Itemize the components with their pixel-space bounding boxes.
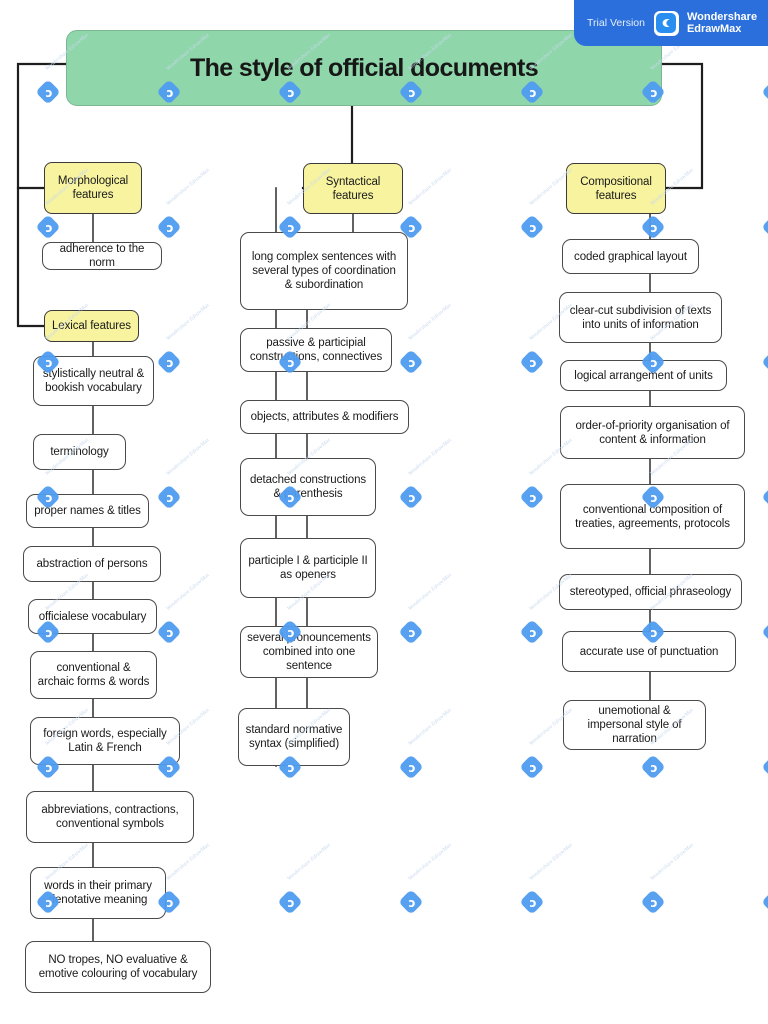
root-node-title[interactable]: The style of official documents — [66, 30, 662, 106]
edrawmax-logo-icon — [653, 10, 679, 36]
leaf-node-proper-names-titles[interactable]: proper names & titles — [26, 494, 149, 528]
leaf-node-clear-cut-subdivision[interactable]: clear-cut subdivision of texts into unit… — [559, 292, 722, 343]
leaf-node-passive-participial[interactable]: passive & participial constructions, con… — [240, 328, 392, 372]
branch-node-morphological[interactable]: Morphological features — [44, 162, 142, 214]
leaf-node-officialese-vocabulary[interactable]: officialese vocabulary — [28, 599, 157, 634]
brand-line-1: Wondershare — [686, 10, 758, 23]
branch-node-lexical[interactable]: Lexical features — [44, 310, 139, 342]
leaf-node-logical-arrangement[interactable]: logical arrangement of units — [560, 360, 727, 391]
leaf-node-standard-normative-syntax[interactable]: standard normative syntax (simplified) — [238, 708, 350, 766]
leaf-node-long-complex-sentences[interactable]: long complex sentences with several type… — [240, 232, 408, 310]
leaf-node-stylistically-neutral[interactable]: stylistically neutral & bookish vocabula… — [33, 356, 154, 406]
leaf-node-coded-graphical-layout[interactable]: coded graphical layout — [562, 239, 699, 274]
trial-version-label: Trial Version — [587, 17, 645, 29]
trial-version-badge[interactable]: Trial Version Wondershare EdrawMax — [574, 0, 768, 46]
brand-name: Wondershare EdrawMax — [687, 11, 757, 36]
leaf-node-accurate-punctuation[interactable]: accurate use of punctuation — [562, 631, 736, 672]
branch-node-syntactical[interactable]: Syntactical features — [303, 163, 403, 214]
leaf-node-conventional-composition[interactable]: conventional composition of treaties, ag… — [560, 484, 745, 549]
branch-node-compositional[interactable]: Compositional features — [566, 163, 666, 214]
leaf-node-participle-openers[interactable]: participle I & participle II as openers — [240, 538, 376, 598]
leaf-node-abstraction-of-persons[interactable]: abstraction of persons — [23, 546, 161, 582]
brand-line-2: EdrawMax — [686, 23, 742, 35]
leaf-node-no-tropes[interactable]: NO tropes, NO evaluative & emotive colou… — [25, 941, 211, 993]
leaf-node-terminology[interactable]: terminology — [33, 434, 126, 470]
leaf-node-foreign-words[interactable]: foreign words, especially Latin & French — [30, 717, 180, 765]
leaf-node-unemotional-impersonal[interactable]: unemotional & impersonal style of narrat… — [563, 700, 706, 750]
leaf-node-adherence-to-the-norm[interactable]: adherence to the norm — [42, 242, 162, 270]
leaf-node-objects-attributes-modifiers[interactable]: objects, attributes & modifiers — [240, 400, 409, 434]
leaf-node-detached-constructions[interactable]: detached constructions & parenthesis — [240, 458, 376, 516]
leaf-node-abbreviations-contractions[interactable]: abbreviations, contractions, conventiona… — [26, 791, 194, 843]
leaf-node-several-pronouncements[interactable]: several pronouncements combined into one… — [240, 626, 378, 678]
leaf-node-conventional-archaic-forms[interactable]: conventional & archaic forms & words — [30, 651, 157, 699]
leaf-node-words-primary-denotative[interactable]: words in their primary denotative meanin… — [30, 867, 166, 919]
leaf-node-stereotyped-phraseology[interactable]: stereotyped, official phraseology — [559, 574, 742, 610]
leaf-node-order-of-priority[interactable]: order-of-priority organisation of conten… — [560, 406, 745, 459]
